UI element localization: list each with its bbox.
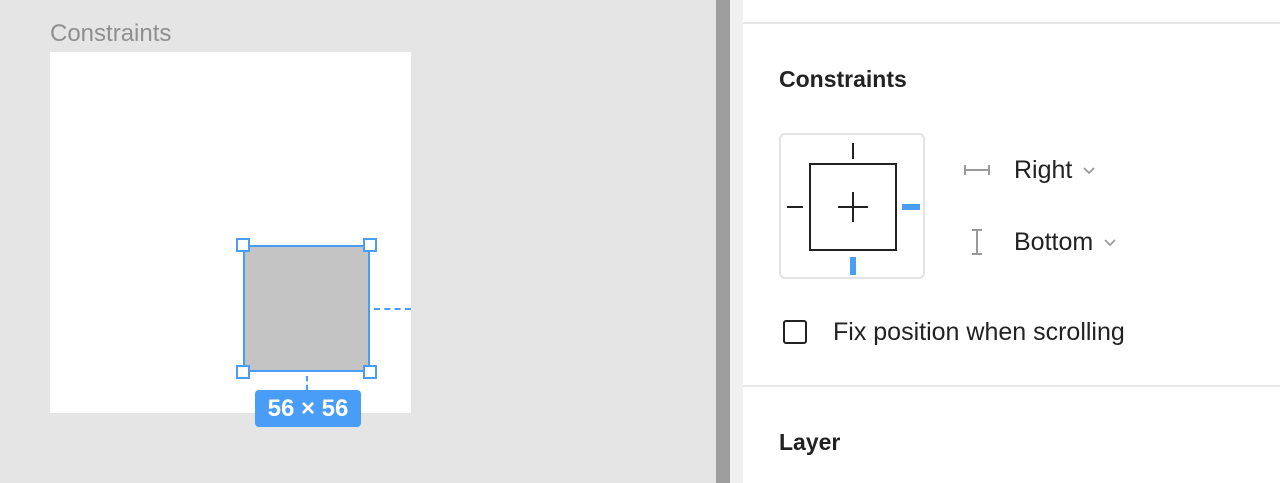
vertical-constraint-icon xyxy=(963,228,991,256)
resize-handle-top-right[interactable] xyxy=(363,238,377,252)
bottom-constraint-guide xyxy=(306,376,308,390)
constraint-widget[interactable] xyxy=(779,133,925,279)
right-constraint-guide xyxy=(374,308,411,310)
chevron-down-icon xyxy=(1082,165,1096,175)
frame-label[interactable]: Constraints xyxy=(50,20,172,47)
fix-position-checkbox[interactable] xyxy=(783,320,807,344)
section-divider-top xyxy=(743,22,1280,24)
fix-position-label[interactable]: Fix position when scrolling xyxy=(833,317,1125,346)
horizontal-constraint-select[interactable]: Right xyxy=(963,153,1096,187)
panel-splitter[interactable] xyxy=(716,0,730,483)
size-badge: 56 × 56 xyxy=(255,390,361,427)
resize-handle-bottom-left[interactable] xyxy=(236,365,250,379)
constraints-section-title: Constraints xyxy=(779,66,907,92)
constraint-right-handle-active[interactable] xyxy=(902,204,920,210)
design-canvas[interactable]: Constraints 56 × 56 xyxy=(0,0,716,483)
chevron-down-icon xyxy=(1103,237,1117,247)
fix-position-toggle[interactable]: Fix position when scrolling xyxy=(783,316,1125,348)
resize-handle-bottom-right[interactable] xyxy=(363,365,377,379)
properties-panel: Constraints Right xyxy=(730,0,1280,483)
horizontal-constraint-value: Right xyxy=(1014,155,1073,184)
panel-edge xyxy=(730,0,743,483)
layer-section-title: Layer xyxy=(779,429,841,455)
constraint-box xyxy=(809,163,897,251)
horizontal-constraint-icon xyxy=(963,156,991,184)
vertical-constraint-value: Bottom xyxy=(1014,227,1094,256)
vertical-constraint-select[interactable]: Bottom xyxy=(963,225,1117,259)
constraint-bottom-handle-active[interactable] xyxy=(850,257,856,275)
section-divider-bottom xyxy=(743,385,1280,387)
resize-handle-top-left[interactable] xyxy=(236,238,250,252)
selected-rectangle[interactable] xyxy=(243,245,370,372)
